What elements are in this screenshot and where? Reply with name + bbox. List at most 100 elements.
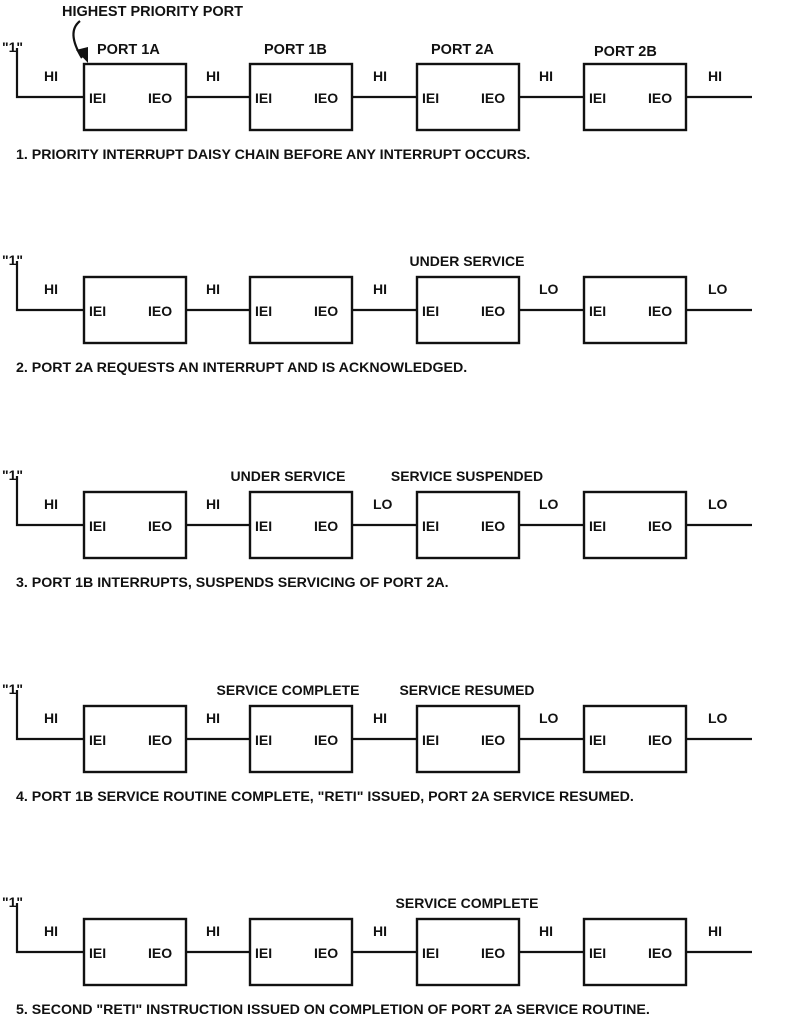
signal-level-label: HI <box>373 68 387 84</box>
port-box-row2 <box>415 275 521 345</box>
port-name-1a: PORT 1A <box>97 42 160 58</box>
row-caption-2: 2. PORT 2A REQUESTS AN INTERRUPT AND IS … <box>16 360 467 376</box>
port-status-label: SERVICE COMPLETE <box>217 682 360 698</box>
port-box-row4 <box>248 704 354 774</box>
port-box-row4 <box>582 704 688 774</box>
source-one-label-row4: "1" <box>2 681 23 697</box>
iei-pin-label: IEI <box>422 90 439 106</box>
port-name-1b: PORT 1B <box>264 42 327 58</box>
source-one-label-row2: "1" <box>2 252 23 268</box>
ieo-pin-label: IEO <box>314 732 338 748</box>
highest-priority-label: HIGHEST PRIORITY PORT <box>62 4 243 20</box>
ieo-pin-label: IEO <box>314 303 338 319</box>
signal-level-label: LO <box>373 496 393 512</box>
iei-pin-label: IEI <box>89 945 106 961</box>
ieo-pin-label: IEO <box>648 945 672 961</box>
signal-level-label: LO <box>539 496 559 512</box>
port-status-label: SERVICE COMPLETE <box>396 895 539 911</box>
port-box-row3 <box>248 490 354 560</box>
ieo-pin-label: IEO <box>148 945 172 961</box>
signal-level-label: HI <box>373 281 387 297</box>
port-box-row4 <box>415 704 521 774</box>
source-lead-row3 <box>15 476 84 527</box>
port-box-row1 <box>82 62 188 132</box>
ieo-pin-label: IEO <box>148 732 172 748</box>
row-caption-1: 1. PRIORITY INTERRUPT DAISY CHAIN BEFORE… <box>16 147 530 163</box>
ieo-pin-label: IEO <box>148 303 172 319</box>
signal-level-label: LO <box>708 496 728 512</box>
port-box-row3 <box>415 490 521 560</box>
port-status-label: UNDER SERVICE <box>231 468 346 484</box>
iei-pin-label: IEI <box>255 732 272 748</box>
signal-level-label: HI <box>539 68 553 84</box>
port-box-row2 <box>248 275 354 345</box>
signal-level-label: HI <box>708 68 722 84</box>
ieo-pin-label: IEO <box>314 945 338 961</box>
iei-pin-label: IEI <box>255 303 272 319</box>
ieo-pin-label: IEO <box>314 90 338 106</box>
row-caption-4: 4. PORT 1B SERVICE ROUTINE COMPLETE, "RE… <box>16 789 634 805</box>
port-box-row3 <box>582 490 688 560</box>
signal-level-label: HI <box>206 68 220 84</box>
ieo-pin-label: IEO <box>481 303 505 319</box>
port-box-row5 <box>248 917 354 987</box>
signal-level-label: LO <box>539 710 559 726</box>
port-box-row4 <box>82 704 188 774</box>
port-name-2a: PORT 2A <box>431 42 494 58</box>
source-lead-row1 <box>15 48 84 99</box>
signal-level-label: HI <box>373 710 387 726</box>
iei-pin-label: IEI <box>589 732 606 748</box>
port-status-label: SERVICE RESUMED <box>399 682 534 698</box>
port-status-label: SERVICE SUSPENDED <box>391 468 543 484</box>
signal-level-label: HI <box>206 496 220 512</box>
iei-pin-label: IEI <box>422 303 439 319</box>
source-lead-row4 <box>15 690 84 741</box>
ieo-pin-label: IEO <box>481 945 505 961</box>
iei-pin-label: IEI <box>255 90 272 106</box>
source-lead-row5 <box>15 903 84 954</box>
ieo-pin-label: IEO <box>314 518 338 534</box>
source-one-label-row5: "1" <box>2 894 23 910</box>
signal-level-label: HI <box>44 281 58 297</box>
ieo-pin-label: IEO <box>648 518 672 534</box>
highest-priority-arrowhead <box>76 47 88 63</box>
port-box-row2 <box>582 275 688 345</box>
source-one-label-row1: "1" <box>2 39 23 55</box>
port-box-row1 <box>582 62 688 132</box>
signal-level-label: HI <box>44 923 58 939</box>
ieo-pin-label: IEO <box>481 518 505 534</box>
signal-level-label: HI <box>44 710 58 726</box>
signal-level-label: LO <box>708 281 728 297</box>
signal-level-label: HI <box>539 923 553 939</box>
ieo-pin-label: IEO <box>148 90 172 106</box>
signal-level-label: HI <box>708 923 722 939</box>
iei-pin-label: IEI <box>89 303 106 319</box>
ieo-pin-label: IEO <box>648 303 672 319</box>
port-box-row2 <box>82 275 188 345</box>
iei-pin-label: IEI <box>589 945 606 961</box>
ieo-pin-label: IEO <box>481 732 505 748</box>
signal-level-label: HI <box>44 496 58 512</box>
signal-level-label: HI <box>206 710 220 726</box>
row-caption-3: 3. PORT 1B INTERRUPTS, SUSPENDS SERVICIN… <box>16 575 449 591</box>
port-box-row3 <box>82 490 188 560</box>
iei-pin-label: IEI <box>422 732 439 748</box>
port-box-row1 <box>415 62 521 132</box>
ieo-pin-label: IEO <box>648 90 672 106</box>
signal-level-label: LO <box>708 710 728 726</box>
iei-pin-label: IEI <box>589 303 606 319</box>
row-caption-5: 5. SECOND "RETI" INSTRUCTION ISSUED ON C… <box>16 1002 650 1018</box>
iei-pin-label: IEI <box>255 518 272 534</box>
iei-pin-label: IEI <box>89 518 106 534</box>
port-box-row5 <box>82 917 188 987</box>
port-box-row5 <box>582 917 688 987</box>
iei-pin-label: IEI <box>589 90 606 106</box>
iei-pin-label: IEI <box>89 732 106 748</box>
signal-level-label: HI <box>373 923 387 939</box>
port-status-label: UNDER SERVICE <box>410 253 525 269</box>
iei-pin-label: IEI <box>589 518 606 534</box>
iei-pin-label: IEI <box>422 945 439 961</box>
source-lead-row2 <box>15 261 84 312</box>
ieo-pin-label: IEO <box>481 90 505 106</box>
